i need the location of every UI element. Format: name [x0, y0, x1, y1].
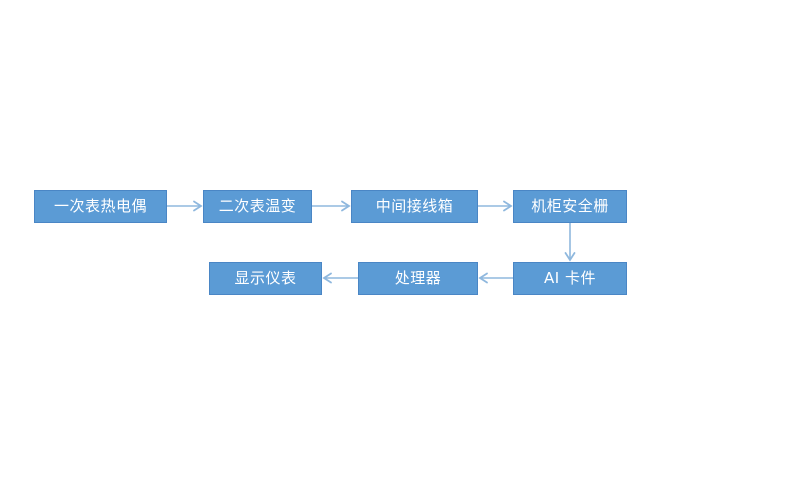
flow-node-label: 机柜安全栅 [531, 197, 609, 215]
flow-node-n2[interactable]: 二次表温变 [203, 190, 312, 223]
flow-node-label: 中间接线箱 [375, 197, 454, 215]
flow-node-label: 一次表热电偶 [53, 197, 147, 215]
connector-arrow-e4 [564, 223, 576, 262]
flow-node-label: 处理器 [394, 269, 442, 287]
flow-node-label: 显示仪表 [234, 269, 297, 287]
flow-node-n4[interactable]: 机柜安全栅 [513, 190, 627, 223]
flow-node-n1[interactable]: 一次表热电偶 [34, 190, 167, 223]
connector-arrow-e2 [312, 200, 351, 212]
flow-node-n3[interactable]: 中间接线箱 [351, 190, 478, 223]
flow-node-n6[interactable]: 处理器 [358, 262, 478, 295]
flow-node-label: AI 卡件 [544, 269, 596, 287]
flow-node-n5[interactable]: AI 卡件 [513, 262, 627, 295]
flow-node-label: 二次表温变 [218, 197, 297, 215]
connector-arrow-e5 [478, 272, 513, 284]
flow-node-n7[interactable]: 显示仪表 [209, 262, 322, 295]
connector-arrow-e6 [322, 272, 358, 284]
connector-arrow-e1 [167, 200, 203, 212]
connector-arrow-e3 [478, 200, 513, 212]
